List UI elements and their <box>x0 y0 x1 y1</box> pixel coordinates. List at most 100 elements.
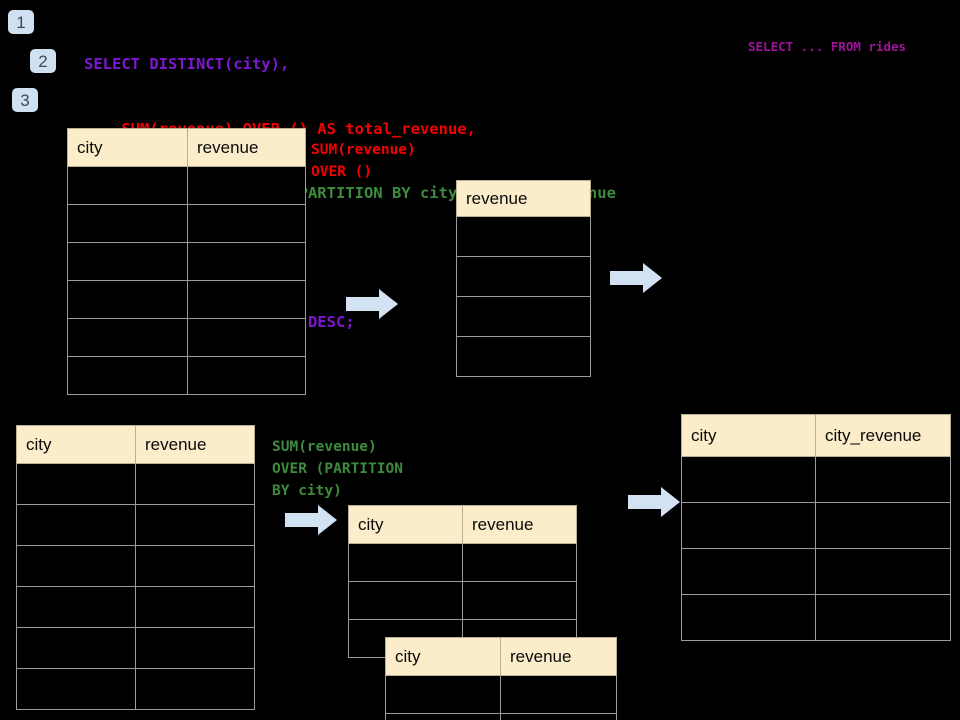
column-header-revenue: revenue <box>500 637 617 676</box>
table-cell <box>67 204 188 243</box>
annotation-sum-over-empty: SUM(revenue) OVER () <box>311 142 416 180</box>
table-cell <box>187 356 306 395</box>
table-cell <box>16 668 136 710</box>
table-cell <box>187 280 306 319</box>
table-cell <box>500 675 617 714</box>
table-cell <box>16 545 136 587</box>
step-badge-1-label: 1 <box>16 12 26 32</box>
table-cell <box>67 356 188 395</box>
table-row <box>16 668 255 710</box>
table-row <box>681 456 951 503</box>
table-row <box>16 627 255 669</box>
step-badge-3-label: 3 <box>20 90 30 110</box>
table-cell <box>385 713 501 720</box>
table-row <box>67 356 306 395</box>
table-cell <box>16 504 136 546</box>
table-cell <box>135 668 255 710</box>
table-cell <box>815 594 951 641</box>
column-header-city: city <box>681 414 816 457</box>
table-row <box>16 463 255 505</box>
arrow-total-to-result <box>610 263 662 293</box>
arrow-rides-to-partition <box>285 505 337 535</box>
arrow-rides-to-total <box>346 289 398 319</box>
table-row <box>385 713 617 720</box>
table-row <box>16 586 255 628</box>
arrow-partition-to-result <box>628 487 680 517</box>
table-row <box>681 548 951 595</box>
table-cell <box>16 627 136 669</box>
table-row <box>67 242 306 281</box>
table-row <box>348 581 577 620</box>
table-cell <box>681 594 816 641</box>
table-cell <box>456 296 591 337</box>
column-header-city: city <box>16 425 136 464</box>
table-row <box>67 166 306 205</box>
table-cell <box>67 166 188 205</box>
table-cell <box>815 548 951 595</box>
table-row <box>67 280 306 319</box>
step-badge-1: 1 <box>8 10 34 34</box>
table-cell <box>681 548 816 595</box>
table-row <box>456 296 591 337</box>
table-row <box>681 594 951 641</box>
annotation-sum-over-partition: SUM(revenue) OVER (PARTITION BY city) <box>272 439 403 499</box>
table-cell <box>135 463 255 505</box>
column-header-city: city <box>385 637 501 676</box>
table-cell <box>462 543 577 582</box>
table-cell <box>456 256 591 297</box>
table-cell <box>16 463 136 505</box>
table-row <box>67 204 306 243</box>
column-header-revenue: revenue <box>456 180 591 217</box>
table-cell <box>135 627 255 669</box>
column-header-revenue: revenue <box>135 425 255 464</box>
column-header-revenue: revenue <box>187 128 306 167</box>
table-cell <box>67 242 188 281</box>
table-cell <box>681 456 816 503</box>
table-cell <box>681 502 816 549</box>
table-cell <box>815 502 951 549</box>
step-badge-2: 2 <box>30 49 56 73</box>
table-cell <box>187 166 306 205</box>
step-badge-3: 3 <box>12 88 38 112</box>
table-cell <box>135 545 255 587</box>
column-header-city: city <box>348 505 463 544</box>
table-row <box>385 675 617 714</box>
step-badge-2-label: 2 <box>38 51 48 71</box>
table-row <box>16 545 255 587</box>
table-cell <box>348 581 463 620</box>
table-cell <box>187 318 306 357</box>
table-row <box>456 256 591 297</box>
column-header-city-revenue: city_revenue <box>815 414 951 457</box>
table-cell <box>500 713 617 720</box>
table-row <box>456 336 591 377</box>
table-cell <box>16 586 136 628</box>
table-header-row: revenue <box>456 180 591 217</box>
table-cell <box>187 242 306 281</box>
table-cell <box>456 216 591 257</box>
table-cell <box>135 586 255 628</box>
select-from-rides-note: SELECT ... FROM rides <box>748 39 907 54</box>
sql-line-select: SELECT DISTINCT(city), <box>84 55 290 73</box>
table-cell <box>348 543 463 582</box>
table-row <box>348 543 577 582</box>
table-row <box>67 318 306 357</box>
table-row <box>16 504 255 546</box>
table-cell <box>815 456 951 503</box>
column-header-city: city <box>67 128 188 167</box>
table-cell <box>462 581 577 620</box>
table-cell <box>456 336 591 377</box>
table-cell <box>67 280 188 319</box>
table-cell <box>385 675 501 714</box>
total-revenue-table: revenue <box>456 180 591 377</box>
